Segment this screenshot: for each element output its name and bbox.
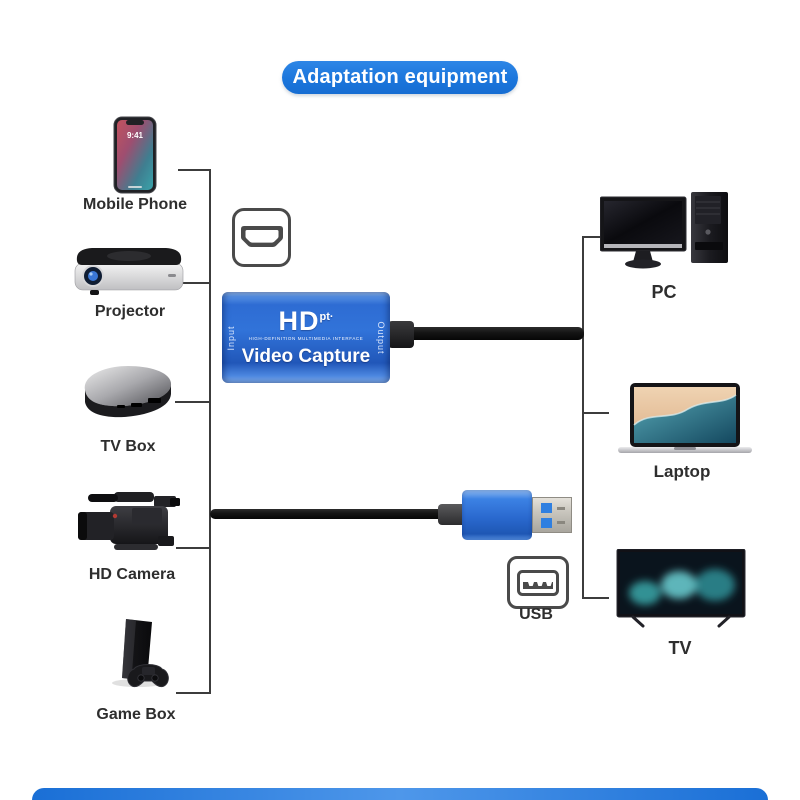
device-output-label: Output [376,320,386,355]
laptop-image [618,383,752,453]
hdmi-connector-glyph [240,225,283,247]
svg-text:9:41: 9:41 [127,131,144,140]
laptop-label: Laptop [653,462,711,481]
device-name: Video Capture [241,345,371,367]
title-banner: Adaptation equipment [282,61,518,94]
right-connector-vertical-line [582,236,584,599]
usb-cable [210,509,450,519]
device-logo-caption: HIGH-DEFINITION MULTIMEDIA INTERFACE [248,335,364,341]
usb-notch [557,521,565,524]
device-input-label: Input [226,324,236,351]
usb-plug-housing [462,490,532,540]
device-logo: HDpt· [278,305,334,336]
usb-pin [541,503,552,513]
projector-connector-line [182,282,211,284]
game-box-image [112,619,169,688]
usb-notch [557,507,565,510]
projector-label: Projector [94,303,166,320]
cable-strain-relief-usb [438,504,466,525]
laptop-connector-line [582,412,609,414]
pc-image [600,192,728,269]
pc-connector-line [582,236,609,238]
tv-box-connector-line [175,401,211,403]
usb-port-icon [507,556,569,609]
usb-connector-glyph [517,569,559,596]
game-box-connector-line [176,692,211,694]
hd-camera-connector-line [176,547,211,549]
mobile-phone-connector-line [178,169,211,171]
tv-box-image [84,366,172,418]
pc-label: PC [651,282,677,302]
game-box-label: Game Box [96,706,176,723]
left-connector-vertical-line [209,169,211,694]
tv-connector-line [582,597,609,599]
tv-image [616,549,746,628]
hd-camera-label: HD Camera [88,566,176,583]
mobile-phone-label: Mobile Phone [83,196,187,213]
tv-box-label: TV Box [100,438,156,455]
title-text: Adaptation equipment [292,66,508,88]
bottom-banner-edge [32,788,768,800]
hdmi-port-icon [232,208,291,267]
hd-camera-image [78,492,180,550]
cable-strain-relief-device [388,321,414,348]
usb-plug-metal [532,497,572,533]
usb-port-label: USB [519,606,553,623]
output-cable [395,327,584,340]
projector-image [74,248,184,295]
tv-label: TV [668,638,692,658]
usb-pin [541,518,552,528]
mobile-phone-image: 9:41 [113,116,157,194]
video-capture-device: HDpt· HIGH-DEFINITION MULTIMEDIA INTERFA… [222,292,390,383]
